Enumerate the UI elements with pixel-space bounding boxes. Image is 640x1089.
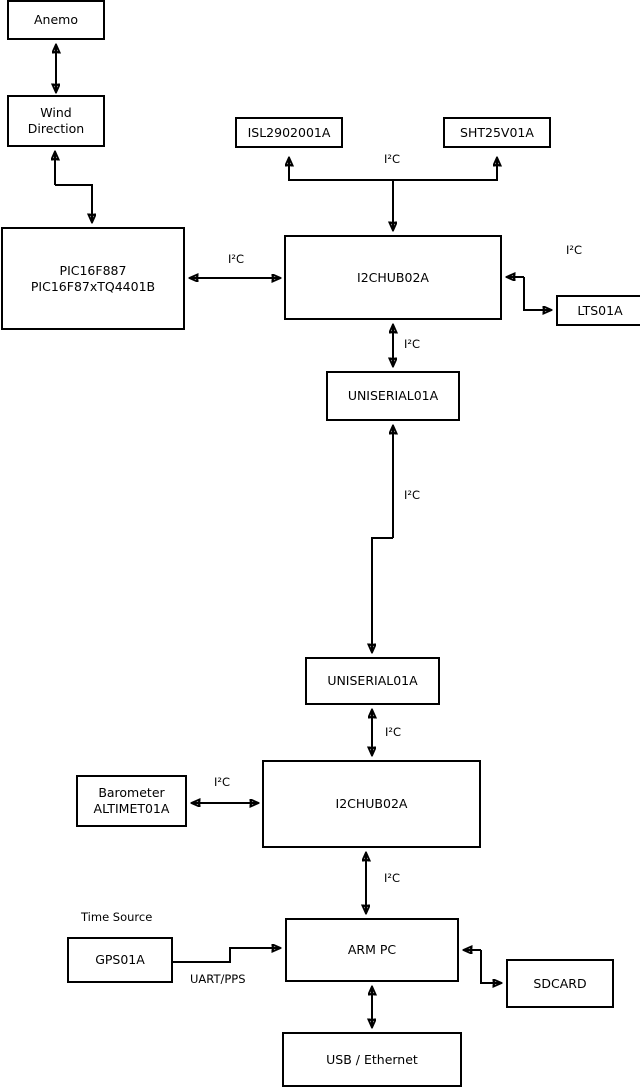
node-gps01a[interactable]: GPS01A [67,937,173,983]
connector-wind-pic [55,152,92,222]
edge-label-hub-sensors: I²C [384,152,401,166]
node-barometer[interactable]: Barometer ALTIMET01A [76,775,187,827]
connector-hubtop-lts [507,277,551,310]
node-wind-direction-label: Wind Direction [27,105,85,136]
node-uniserial01a-bottom[interactable]: UNISERIAL01A [305,657,440,705]
edge-label-hub-lts: I²C [566,243,583,257]
node-barometer-label: Barometer ALTIMET01A [93,785,170,816]
node-gps01a-label: GPS01A [95,952,145,967]
node-uniserial01a-top-label: UNISERIAL01A [347,388,439,403]
node-isl2902001a[interactable]: ISL2902001A [235,117,343,148]
edge-label-gps-arm: UART/PPS [190,972,246,986]
node-sdcard[interactable]: SDCARD [506,959,614,1008]
edge-label-uniserial-uniserial: I²C [404,488,421,502]
connector-gps-armpc [173,948,280,963]
node-pic-mcu-label: PIC16F887 PIC16F87xTQ4401B [30,262,156,294]
node-i2chub02a-top-label: I2CHUB02A [357,269,429,285]
node-uniserial01a-top[interactable]: UNISERIAL01A [326,371,460,421]
node-uniserial01a-bottom-label: UNISERIAL01A [327,673,418,688]
connector-uniserial-uniserial [372,426,393,652]
node-lts01a-label: LTS01A [577,302,623,318]
edge-label-pic-hub: I²C [228,252,245,266]
node-anemo[interactable]: Anemo [7,0,105,40]
node-sht25v01a-label: SHT25V01A [460,124,534,140]
node-isl2902001a-label: ISL2902001A [247,124,331,140]
node-pic-mcu[interactable]: PIC16F887 PIC16F87xTQ4401B [1,227,185,330]
node-sdcard-label: SDCARD [533,975,587,991]
node-sht25v01a[interactable]: SHT25V01A [443,117,551,148]
node-lts01a[interactable]: LTS01A [556,295,640,326]
node-arm-pc[interactable]: ARM PC [285,918,459,982]
edge-label-barometer-hub2: I²C [214,775,231,789]
node-usb-ethernet-label: USB / Ethernet [326,1051,418,1067]
annotation-time-source: Time Source [81,910,153,924]
node-arm-pc-label: ARM PC [347,942,397,957]
node-usb-ethernet[interactable]: USB / Ethernet [282,1032,462,1087]
edge-label-uniserial-hub2: I²C [385,725,402,739]
edge-label-hub2-arm: I²C [384,871,401,885]
node-i2chub02a-bottom[interactable]: I2CHUB02A [262,760,481,848]
node-wind-direction[interactable]: Wind Direction [7,95,105,147]
node-i2chub02a-top[interactable]: I2CHUB02A [284,235,502,320]
edge-label-hub-uniserial: I²C [404,337,421,351]
connector-armpc-sdcard [464,950,501,983]
node-anemo-label: Anemo [34,12,78,27]
node-i2chub02a-bottom-label: I2CHUB02A [335,796,408,811]
connector-hubtop-sensors [289,158,497,230]
